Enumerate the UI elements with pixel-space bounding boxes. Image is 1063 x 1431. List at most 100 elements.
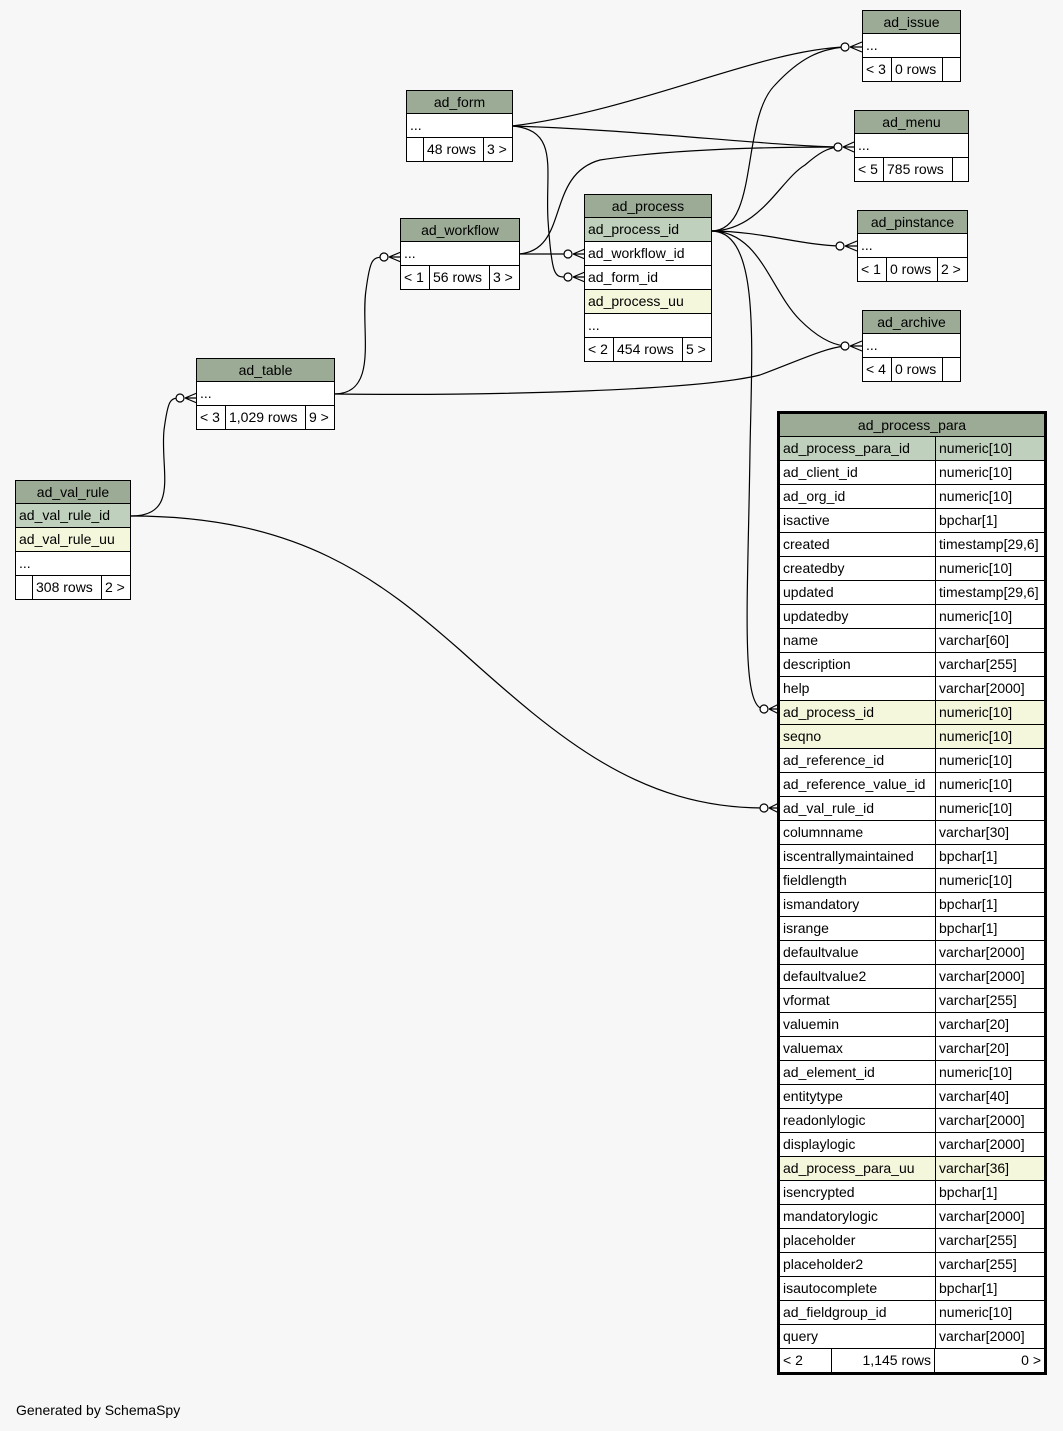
table-footer: < 3 0 rows <box>863 58 960 81</box>
column-ad-process-id: ad_process_id <box>585 218 711 242</box>
crowfoot <box>844 240 858 252</box>
generator-credit[interactable]: Generated by SchemaSpy <box>16 1402 181 1418</box>
children-count[interactable] <box>943 358 949 381</box>
parents-count[interactable]: < 5 <box>855 158 884 181</box>
table-header[interactable]: ad_pinstance <box>858 211 967 234</box>
parents-count[interactable]: < 2 <box>585 338 614 361</box>
parents-count[interactable]: < 3 <box>197 406 226 429</box>
column-name: ad_org_id <box>783 488 846 504</box>
crowfoot <box>842 141 855 153</box>
column-name: ad_val_rule_id <box>783 800 875 816</box>
column-type: timestamp[29,6] <box>935 533 1044 556</box>
children-count[interactable]: 9 > <box>309 409 329 425</box>
column-name: name <box>783 632 819 648</box>
table-footer: < 1 56 rows 3 > <box>401 266 519 289</box>
children-count[interactable]: 2 > <box>105 579 125 595</box>
column-name: ad_element_id <box>783 1064 875 1080</box>
table-header[interactable]: ad_process <box>585 195 711 218</box>
children-count[interactable]: 2 > <box>941 261 961 277</box>
table-header[interactable]: ad_issue <box>863 11 960 34</box>
table-ad-process[interactable]: ad_process ad_process_id ad_workflow_id … <box>584 194 712 362</box>
more-columns-row: ... <box>863 334 960 358</box>
row-count: 1,145 rows <box>832 1349 935 1372</box>
column-name: defaultvalue2 <box>783 968 867 984</box>
column-type: bpchar[1] <box>935 845 1044 868</box>
column-name: created <box>783 536 830 552</box>
crowfoot <box>849 41 863 53</box>
more-columns-row: ... <box>585 314 711 338</box>
column-name: isautocomplete <box>783 1280 878 1296</box>
column-type: varchar[255] <box>935 989 1044 1012</box>
edge-table-archive <box>333 345 846 395</box>
column-name: ismandatory <box>783 896 860 912</box>
children-count[interactable] <box>943 58 949 81</box>
table-footer: < 2 454 rows 5 > <box>585 338 711 361</box>
column-type: varchar[255] <box>935 653 1044 676</box>
column-type: numeric[10] <box>935 461 1044 484</box>
column-type: varchar[40] <box>935 1085 1044 1108</box>
column-type: varchar[255] <box>935 1253 1044 1276</box>
table-ad-val-rule[interactable]: ad_val_rule ad_val_rule_id ad_val_rule_u… <box>15 480 131 600</box>
table-ad-table[interactable]: ad_table ... < 3 1,029 rows 9 > <box>196 358 335 430</box>
table-header[interactable]: ad_workflow <box>401 219 519 242</box>
table-header[interactable]: ad_table <box>197 359 334 382</box>
table-header[interactable]: ad_form <box>407 91 512 114</box>
column-name: columnname <box>783 824 864 840</box>
edge-table-workflow <box>333 256 385 395</box>
parents-count[interactable]: < 3 <box>863 58 892 81</box>
children-count[interactable]: 5 > <box>686 341 706 357</box>
parents-count[interactable] <box>16 576 33 599</box>
column-type: numeric[10] <box>935 869 1044 892</box>
table-header[interactable]: ad_process_para <box>780 414 1044 437</box>
column-type: varchar[2000] <box>935 1205 1044 1228</box>
more-columns: ... <box>19 555 31 571</box>
table-header[interactable]: ad_menu <box>855 111 968 134</box>
parents-count[interactable]: < 4 <box>863 358 892 381</box>
row-count: 0 rows <box>892 358 943 381</box>
table-ad-issue[interactable]: ad_issue ... < 3 0 rows <box>862 10 961 82</box>
column-ad-val-rule-uu: ad_val_rule_uu <box>16 528 130 552</box>
table-ad-menu[interactable]: ad_menu ... < 5 785 rows <box>854 110 969 182</box>
parents-count[interactable] <box>407 138 424 161</box>
row-count: 1,029 rows <box>226 406 306 429</box>
children-count[interactable]: 0 > <box>1021 1352 1041 1368</box>
column-name: valuemax <box>783 1040 843 1056</box>
parents-count[interactable]: < 1 <box>858 258 887 281</box>
crowfoot <box>572 271 586 283</box>
table-header[interactable]: ad_val_rule <box>16 481 130 504</box>
table-ad-form[interactable]: ad_form ... 48 rows 3 > <box>406 90 513 162</box>
column-name: entitytype <box>783 1088 843 1104</box>
children-count[interactable]: 3 > <box>493 269 513 285</box>
column-name: help <box>783 680 810 696</box>
column-ad-val-rule-id: ad_val_rule_id <box>16 504 130 528</box>
row-count: 785 rows <box>884 158 953 181</box>
column-name: ad_process_para_id <box>783 440 910 456</box>
column-type: varchar[20] <box>935 1013 1044 1036</box>
more-columns-row: ... <box>16 552 130 576</box>
table-ad-workflow[interactable]: ad_workflow ... < 1 56 rows 3 > <box>400 218 520 290</box>
table-ad-archive[interactable]: ad_archive ... < 4 0 rows <box>862 310 961 382</box>
column-name: placeholder <box>783 1232 856 1248</box>
table-ad-pinstance[interactable]: ad_pinstance ... < 1 0 rows 2 > <box>857 210 968 282</box>
edge-process-issue <box>710 46 846 232</box>
table-header[interactable]: ad_archive <box>863 311 960 334</box>
row-count: 0 rows <box>887 258 938 281</box>
more-columns: ... <box>866 37 878 53</box>
children-count[interactable]: 3 > <box>487 141 507 157</box>
parents-count[interactable]: < 2 <box>780 1349 832 1372</box>
children-count[interactable] <box>953 158 959 181</box>
edge-process-para <box>710 230 765 710</box>
parents-count[interactable]: < 1 <box>401 266 430 289</box>
